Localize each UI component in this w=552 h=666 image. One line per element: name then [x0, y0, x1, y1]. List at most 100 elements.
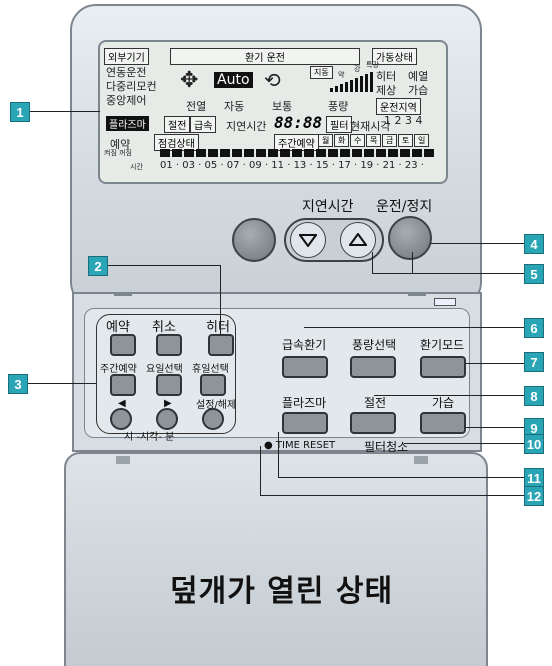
hinge-left — [114, 292, 132, 296]
run-stop-button[interactable] — [388, 216, 432, 260]
triangle-down-icon — [299, 234, 317, 247]
lcd-filter: 필터 — [326, 116, 353, 133]
fan-label-strong: 강 — [354, 65, 361, 73]
time-minute-label: 시 -시각- 분 — [124, 432, 175, 443]
power-save-label: 절전 — [364, 396, 387, 410]
callout-line-1 — [30, 111, 100, 112]
cancel-button[interactable] — [156, 334, 182, 356]
power-save-button[interactable] — [350, 412, 396, 434]
lcd-defrost: 제상 — [376, 84, 397, 97]
lcd-mode-2: 다중리모컨 — [106, 80, 157, 93]
lcd-hours: 01 · 03 · 05 · 07 · 09 · 11 · 13 · 15 · … — [160, 160, 424, 171]
cancel-label: 취소 — [152, 320, 176, 335]
callout-line-5a — [372, 273, 524, 274]
weekly-button[interactable] — [110, 374, 136, 396]
callout-6: 6 — [524, 318, 544, 338]
reserve-label: 예약 — [106, 320, 130, 335]
time-right-button[interactable] — [156, 408, 178, 430]
humidify-label: 가습 — [432, 396, 455, 410]
fan-select-button[interactable] — [350, 356, 396, 378]
blank-left-button[interactable] — [232, 218, 276, 262]
lcd-preheat: 예열 — [408, 70, 429, 83]
time-reset-text: TIME RESET — [275, 440, 336, 451]
lcd-power-save: 절전 — [164, 116, 191, 133]
time-reset-label: ● TIME RESET — [264, 440, 336, 451]
left-button-group — [96, 314, 236, 434]
lcd-day-fri: 금 — [382, 134, 398, 147]
fan-level-bars-icon — [330, 72, 373, 92]
lcd-day-sat: 토 — [398, 134, 414, 147]
rapid-vent-button[interactable] — [282, 356, 328, 378]
callout-line-6 — [304, 327, 524, 328]
callout-line-7 — [466, 363, 524, 364]
lcd-label-fan: 풍량 — [328, 100, 349, 113]
lcd-day-tue: 화 — [334, 134, 350, 147]
reserve-button[interactable] — [110, 334, 136, 356]
lcd-mode-1: 연동운전 — [106, 66, 147, 79]
indicator-led — [434, 298, 456, 306]
callout-line-5b — [372, 252, 373, 273]
fan-label-weak: 약 — [338, 71, 345, 79]
button-area — [84, 308, 470, 438]
callout-line-9 — [466, 427, 524, 428]
cover-caption: 덮개가 열린 상태 — [170, 574, 394, 609]
lcd-label-normal: 보통 — [272, 100, 293, 113]
lcd-status: 가동상태 — [372, 48, 417, 65]
callout-2: 2 — [88, 256, 108, 276]
day-select-button[interactable] — [156, 374, 182, 396]
timeline-bars — [160, 149, 434, 157]
holiday-button[interactable] — [200, 374, 226, 396]
callout-line-2b — [220, 265, 221, 335]
lcd-day-thu: 목 — [366, 134, 382, 147]
callout-11: 11 — [524, 468, 544, 488]
time-left-button[interactable] — [110, 408, 132, 430]
humidify-button[interactable] — [420, 412, 466, 434]
callout-line-8 — [374, 395, 524, 396]
heater-label: 히터 — [206, 320, 230, 335]
callout-line-2a — [108, 265, 220, 266]
heater-button[interactable] — [208, 334, 234, 356]
recycle-arrows-icon: ⟲ — [264, 68, 281, 92]
run-stop-label: 운전/정지 — [376, 199, 433, 215]
callout-line-4 — [430, 243, 524, 244]
holiday-label: 휴일선택 — [192, 364, 229, 375]
lcd-plasma: 플라즈마 — [106, 116, 149, 131]
down-arrow-button[interactable] — [290, 222, 326, 258]
lcd-time-label: 시간 — [130, 163, 143, 171]
lcd-auto: Auto — [214, 72, 253, 88]
callout-line-12a — [260, 495, 524, 496]
triangle-up-icon — [349, 233, 367, 246]
callout-line-3 — [28, 383, 96, 384]
callout-line-11b — [278, 432, 279, 477]
remote-cover — [64, 452, 488, 666]
delay-time-label: 지연시간 — [302, 199, 354, 215]
filter-clean-label: 필터청소 — [364, 440, 409, 454]
callout-line-11a — [278, 477, 524, 478]
fan-select-label: 풍량선택 — [352, 338, 397, 352]
callout-3: 3 — [8, 374, 28, 394]
lcd-reserve: 예약 — [110, 138, 131, 151]
cover-hinge-left — [116, 456, 130, 464]
lcd-heater: 히터 — [376, 70, 397, 83]
rapid-vent-label: 급속환기 — [282, 338, 327, 352]
lcd-display: 외부기기 환기 운전 가동상태 연동운전 다중리모컨 중앙제어 ✥ Auto ⟲… — [98, 40, 448, 184]
day-select-label: 요일선택 — [146, 364, 183, 375]
lcd-on-off: 켜짐 꺼짐 — [104, 149, 132, 157]
lcd-day-sun: 일 — [414, 134, 430, 147]
vent-mode-button[interactable] — [420, 356, 466, 378]
lcd-current-time: 현재시각 — [350, 120, 391, 133]
lcd-label-heat: 전열 — [186, 100, 207, 113]
callout-line-12b — [260, 446, 261, 495]
vent-mode-label: 환기모드 — [420, 338, 465, 352]
lcd-label-auto: 자동 — [224, 100, 245, 113]
set-release-button[interactable] — [202, 408, 224, 430]
lcd-operation-area: 운전지역 — [376, 98, 421, 115]
callout-12: 12 — [524, 486, 544, 506]
up-arrow-button[interactable] — [340, 222, 376, 258]
left-arrow-label: ◀ — [118, 398, 126, 409]
callout-4: 4 — [524, 234, 544, 254]
lcd-day-mon: 월 — [318, 134, 334, 147]
plasma-button[interactable] — [282, 412, 328, 434]
lcd-vent-operation: 환기 운전 — [170, 48, 360, 65]
